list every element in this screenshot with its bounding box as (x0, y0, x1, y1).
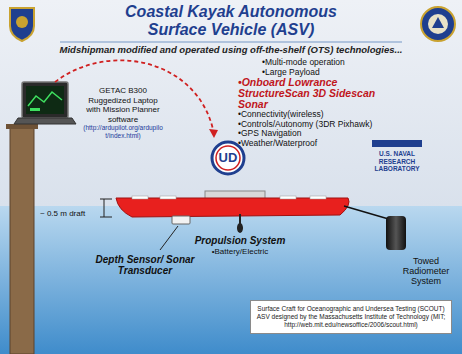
part-label: Propulsion System (190, 235, 290, 247)
sensor-leader (160, 226, 178, 250)
depth-sensor (172, 216, 190, 224)
label-box: Midshipman modified and operated using o… (16, 44, 446, 55)
laptop-note: GETAC B300 Ruggedized Laptop with Missio… (82, 86, 164, 139)
label-box: U.S. NAVAL RESEARCH LABORATORY (362, 150, 432, 173)
propulsion-note: Propulsion System•Battery/Electric (190, 235, 290, 257)
feature-item: •Weather/Waterproof (238, 139, 428, 149)
part-label: Towed Radiometer System (396, 256, 456, 286)
label-box: Towed Radiometer System (396, 256, 456, 286)
feature-item: •Large Payload (238, 68, 428, 78)
label-box: ~ 0.5 m draft (40, 209, 100, 218)
logo-text: UD (210, 140, 246, 176)
wireless-link (55, 60, 214, 134)
water (0, 206, 462, 354)
navy-seal (421, 7, 455, 41)
logo-circle: UD (210, 140, 246, 176)
feature-highlight: •Onboard Lowrance StructureScan 3D Sides… (238, 77, 388, 110)
academy-crest (10, 8, 34, 41)
link-head (209, 129, 218, 138)
kayak (116, 191, 349, 217)
url-note: (http://ardupilot.org/ardupilot/index.ht… (82, 124, 164, 139)
title-rule (60, 41, 402, 43)
title: Coastal Kayak Autonomous Surface Vehicle… (106, 3, 356, 39)
sky (0, 0, 462, 206)
lab-logo-text: U.S. NAVAL RESEARCH LABORATORY (362, 150, 432, 173)
feature-item: •Controls/Autonomy (3DR Pixhawk) (238, 120, 428, 130)
title-box: Coastal Kayak Autonomous Surface Vehicle… (106, 3, 356, 39)
tow-cable (344, 206, 392, 220)
dimension: ~ 0.5 m draft (40, 209, 100, 218)
feature-item: •GPS Navigation (238, 129, 428, 139)
note-text: Surface Craft for Oceanographic and Unde… (256, 305, 446, 329)
feature-item: •Connectivity(wireless) (238, 110, 428, 120)
draft-bracket (100, 199, 112, 217)
feature-item: •Multi-mode operation (238, 58, 428, 68)
part-label: Depth Sensor/ Sonar Transducer (95, 254, 195, 276)
part-note: •Battery/Electric (190, 247, 290, 257)
label-box: Depth Sensor/ Sonar Transducer (95, 254, 195, 276)
subtitle: Midshipman modified and operated using o… (16, 44, 446, 55)
laptop-label: GETAC B300 Ruggedized Laptop with Missio… (82, 86, 164, 124)
pier-cap (6, 124, 38, 129)
nrl-bar (372, 140, 422, 147)
pier-post (10, 128, 34, 354)
note-box: Surface Craft for Oceanographic and Unde… (250, 300, 452, 334)
laptop (14, 82, 76, 124)
radiometer (386, 216, 406, 250)
feature-list: •Multi-mode operation•Large Payload•Onbo… (238, 58, 428, 148)
propeller (237, 214, 243, 233)
